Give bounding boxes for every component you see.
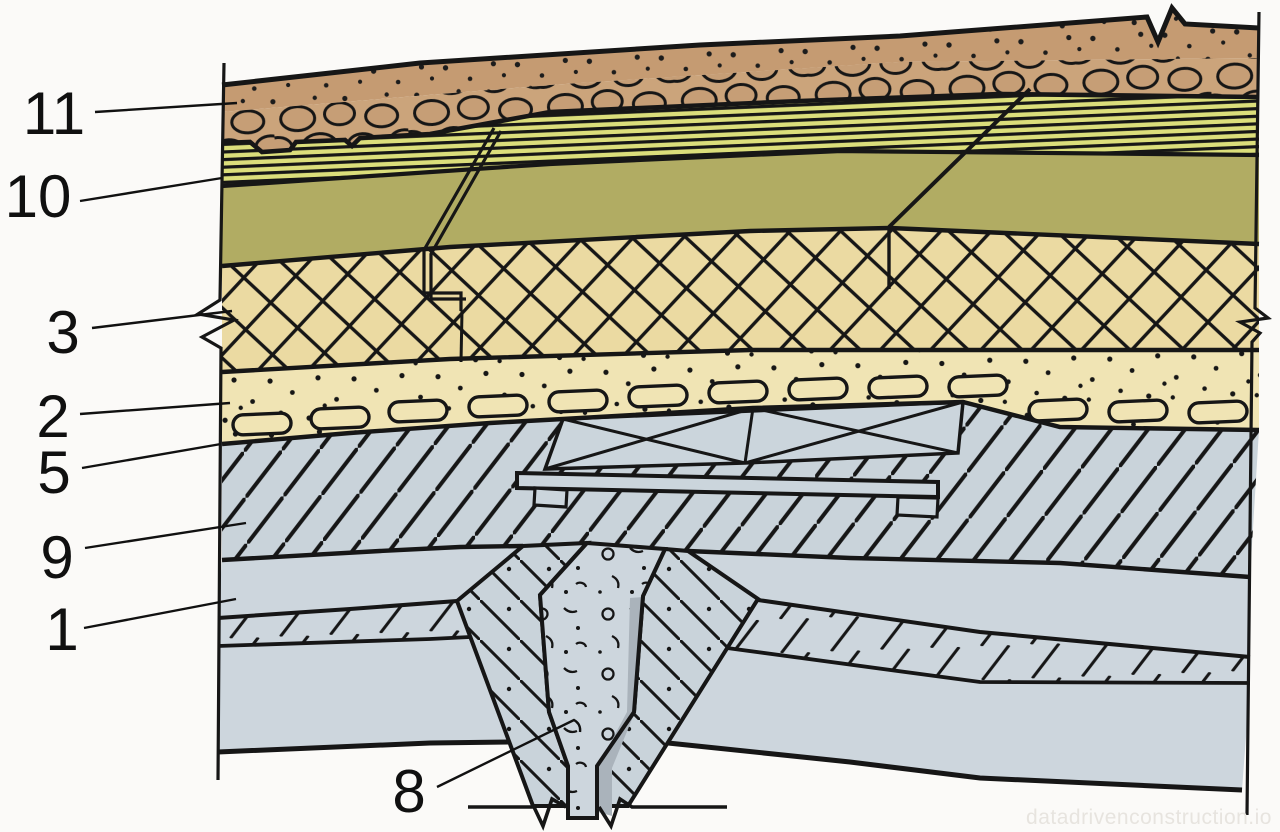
- funnel-concrete-core: [538, 541, 667, 820]
- membrane-step-joint-left: [422, 127, 503, 363]
- leader-line-9: [84, 521, 247, 550]
- callout-2: 2: [36, 383, 69, 450]
- pipe-shade: [598, 597, 643, 816]
- drainage-pellet-row: [231, 373, 1249, 437]
- plate-foot-right: [895, 495, 940, 519]
- section-edges: [193, 11, 1272, 816]
- left-cut-edge: [193, 62, 239, 781]
- leader-line-2: [79, 401, 231, 416]
- plate-diagonal-marks: [544, 400, 964, 471]
- right-cut-edge: [1235, 11, 1272, 816]
- leader-line-5: [81, 442, 222, 470]
- callout-1: 1: [45, 596, 78, 663]
- plate-foot-left: [532, 486, 569, 509]
- callout-5: 5: [37, 439, 70, 506]
- leader-line-1: [83, 597, 237, 630]
- bearing-plate: [515, 400, 965, 519]
- layer-boundaries: [217, 3, 1260, 793]
- leader-line-11: [94, 101, 238, 114]
- callout-10: 10: [5, 163, 72, 230]
- callout-11: 11: [23, 80, 85, 147]
- foundation-baseline: [468, 766, 727, 831]
- callout-labels: 11 10 3 2 5 9 1 8: [5, 80, 426, 825]
- leader-line-3: [91, 309, 233, 330]
- callout-3: 3: [46, 299, 79, 366]
- callout-9: 9: [40, 524, 73, 591]
- leader-line-8: [436, 718, 582, 789]
- membrane-step-joint-right: [887, 87, 1032, 289]
- column-funnel: [455, 541, 760, 831]
- callout-8: 8: [392, 758, 425, 825]
- watermark: datadrivenconstruction.io: [1026, 806, 1272, 829]
- leader-lines: [79, 101, 582, 789]
- leader-line-10: [79, 176, 223, 203]
